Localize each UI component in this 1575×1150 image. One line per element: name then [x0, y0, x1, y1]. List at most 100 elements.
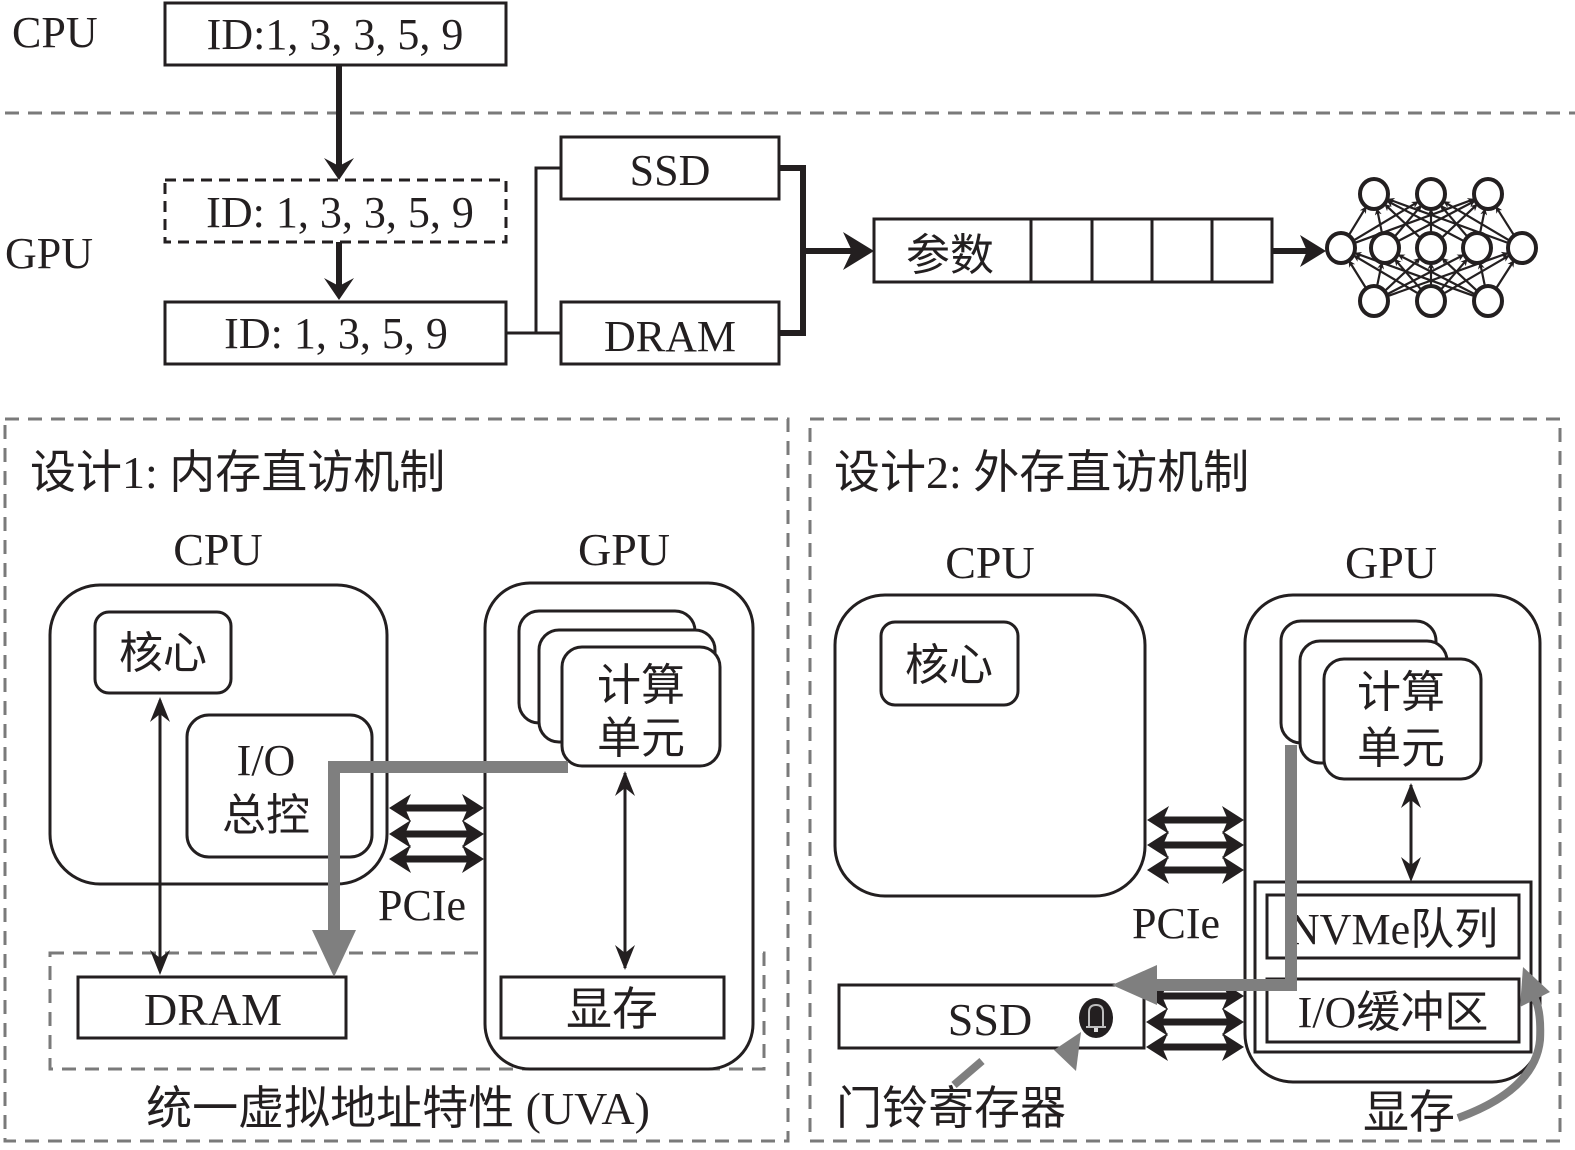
top-ssd-text: SSD [630, 146, 711, 195]
design2-pcie-label: PCIe [1132, 899, 1220, 948]
nvme-queue-label: NVMe队列 [1288, 905, 1498, 954]
network-node [1415, 231, 1447, 265]
pcie-arrowhead [1146, 1033, 1168, 1061]
vram-pointer [1456, 986, 1545, 1122]
design2-data-path [1150, 745, 1297, 991]
network-edge [1477, 262, 1487, 287]
compute-label-2: 单元 [597, 714, 685, 763]
gpu-row-label: GPU [5, 229, 93, 278]
design2-pcie-link-cpu [1147, 806, 1244, 884]
arrowhead [150, 697, 170, 722]
network-edge [1386, 253, 1465, 296]
design2-title: 设计2: 外存直访机制 [834, 447, 1249, 498]
arrowhead [615, 771, 635, 796]
pcie-arrowhead [462, 794, 484, 822]
gpu-dup-id-text: ID: 1, 3, 3, 5, 9 [206, 188, 474, 237]
network-edge [1443, 254, 1510, 295]
network-edge [1374, 208, 1384, 234]
pcie-arrowhead [1222, 806, 1244, 834]
pcie-arrowhead [1222, 831, 1244, 859]
cpu-id-box [163, 1, 508, 67]
arrowhead [324, 278, 354, 300]
arrowhead [1401, 783, 1421, 808]
network-edge [1495, 206, 1515, 236]
pcie-arrowhead [389, 820, 411, 848]
arrowhead [1300, 235, 1326, 267]
doorbell-pointer [951, 1057, 985, 1089]
pcie-arrowhead [1147, 831, 1169, 859]
design2-panel: 设计2: 外存直访机制 CPU GPU 核心 计算 单元 NVMe队列 I/O缓… [808, 417, 1562, 1143]
design1-core-box [93, 610, 233, 695]
gpu-dedup-id-text: ID: 1, 3, 5, 9 [224, 309, 448, 358]
network-edge [1347, 260, 1368, 289]
merge-bracket [779, 165, 806, 336]
design1-panel: 设计1: 内存直访机制 CPU GPU 核心 I/O 总控 计算 单元 DRAM… [3, 417, 790, 1143]
network-edge [1397, 199, 1476, 243]
pcie-arrowhead [1222, 856, 1244, 884]
design1-pcie-link [389, 794, 484, 873]
design2-pcie-link-ssd [1146, 982, 1244, 1061]
pcie-arrowhead [1147, 806, 1169, 834]
uva-label: 统一虚拟地址特性 (UVA) [146, 1083, 650, 1134]
network-node [1472, 284, 1504, 318]
top-dram-text: DRAM [604, 312, 736, 361]
design1-gpu-label: GPU [578, 524, 670, 575]
network-edge [1439, 204, 1469, 238]
top-dram-box [559, 300, 781, 366]
io-controller-box [185, 713, 374, 859]
network-edge [1394, 258, 1422, 291]
design1-pcie-label: PCIe [378, 881, 466, 930]
design1-data-path [328, 761, 568, 935]
params-label: 参数 [906, 231, 994, 280]
nvme-queue-box [1265, 893, 1521, 960]
design2-vram-label: 显存 [1363, 1087, 1455, 1138]
network-node [1358, 177, 1390, 211]
pcie-arrowhead [1146, 1008, 1168, 1036]
pcie-arrowhead [462, 845, 484, 873]
design1-vram-label: 显存 [566, 984, 658, 1035]
doorbell-label: 门铃寄存器 [836, 1083, 1066, 1134]
doorbell-icon [1079, 998, 1113, 1038]
neural-network-icon [1325, 177, 1538, 318]
compute-unit-front [1322, 657, 1483, 781]
design2-frame [808, 417, 1562, 1143]
connector-bracket [534, 166, 561, 335]
network-edge [1495, 260, 1515, 289]
design1-dram-label: DRAM [144, 984, 282, 1035]
pcie-arrowhead [1222, 1008, 1244, 1036]
arrowhead [1401, 857, 1421, 882]
gpu-dup-id-box [163, 178, 508, 244]
param-buffer-outline [872, 217, 1274, 284]
design1-core-label: 核心 [119, 629, 207, 678]
io-controller-label-2: 总控 [222, 791, 310, 840]
io-controller-label-1: I/O [237, 736, 296, 785]
design2-gpu-label: GPU [1345, 537, 1437, 588]
pcie-arrowhead [389, 845, 411, 873]
network-edge [1387, 198, 1509, 244]
compute-label-1: 计算 [597, 661, 685, 710]
network-node [1506, 231, 1538, 265]
arrowhead [843, 232, 874, 270]
network-edge [1397, 253, 1476, 296]
cpu-row-label: CPU [12, 8, 98, 57]
network-edge [1441, 257, 1478, 292]
network-edge [1443, 200, 1510, 242]
pcie-arrowhead [1222, 1033, 1244, 1061]
uva-region [48, 951, 766, 1071]
network-edge [1386, 199, 1465, 243]
design1-dram-box [76, 975, 348, 1040]
design2-core-label: 核心 [905, 641, 993, 690]
network-edge [1353, 254, 1419, 295]
design1-title: 设计1: 内存直访机制 [30, 447, 445, 498]
network-edge [1375, 262, 1385, 287]
design2-core-box [879, 620, 1020, 707]
compute-label-2: 单元 [1357, 724, 1445, 773]
design2-ssd-label: SSD [948, 994, 1032, 1045]
gpu-dedup-id-box [163, 300, 508, 366]
network-node [1461, 231, 1493, 265]
network-node [1325, 231, 1357, 265]
network-node [1472, 177, 1504, 211]
compute-label-1: 计算 [1357, 668, 1445, 717]
network-node [1415, 177, 1447, 211]
